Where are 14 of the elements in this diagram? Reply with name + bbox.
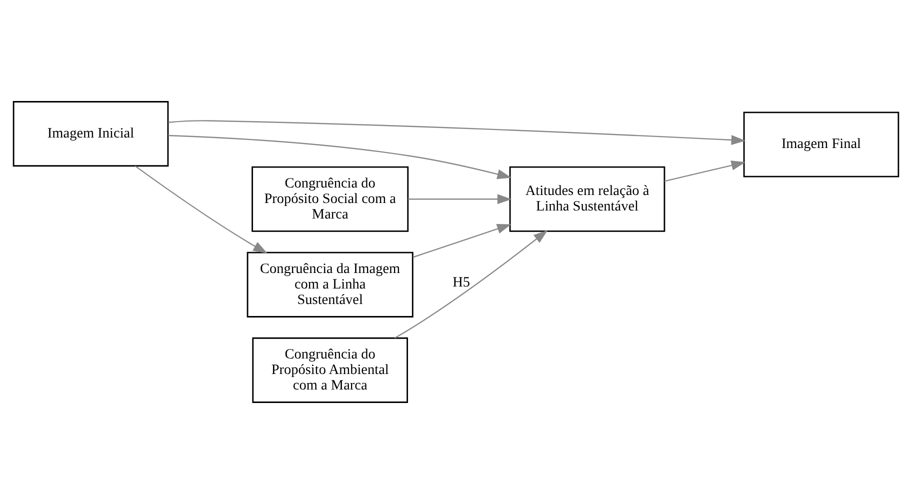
arrow [134, 166, 268, 254]
arrow [168, 134, 512, 180]
node-box: Imagem Final [743, 112, 900, 178]
node-box: Congruência da Imagem com a Linha Sustentável [246, 252, 414, 318]
arrow [394, 230, 548, 338]
arrow [168, 120, 746, 145]
node-box: Atitudes em relação à Linha Sustentável [509, 166, 666, 232]
edge-label: H5 [452, 274, 470, 291]
node-box: Congruência do Propósito Ambiental com a Marca [252, 337, 408, 403]
arrow [412, 224, 512, 258]
node-box: Imagem Inicial [12, 101, 169, 167]
arrow [408, 194, 512, 204]
arrow [664, 160, 746, 182]
node-box: Congruência do Propósito Social com a Marca [252, 166, 409, 232]
